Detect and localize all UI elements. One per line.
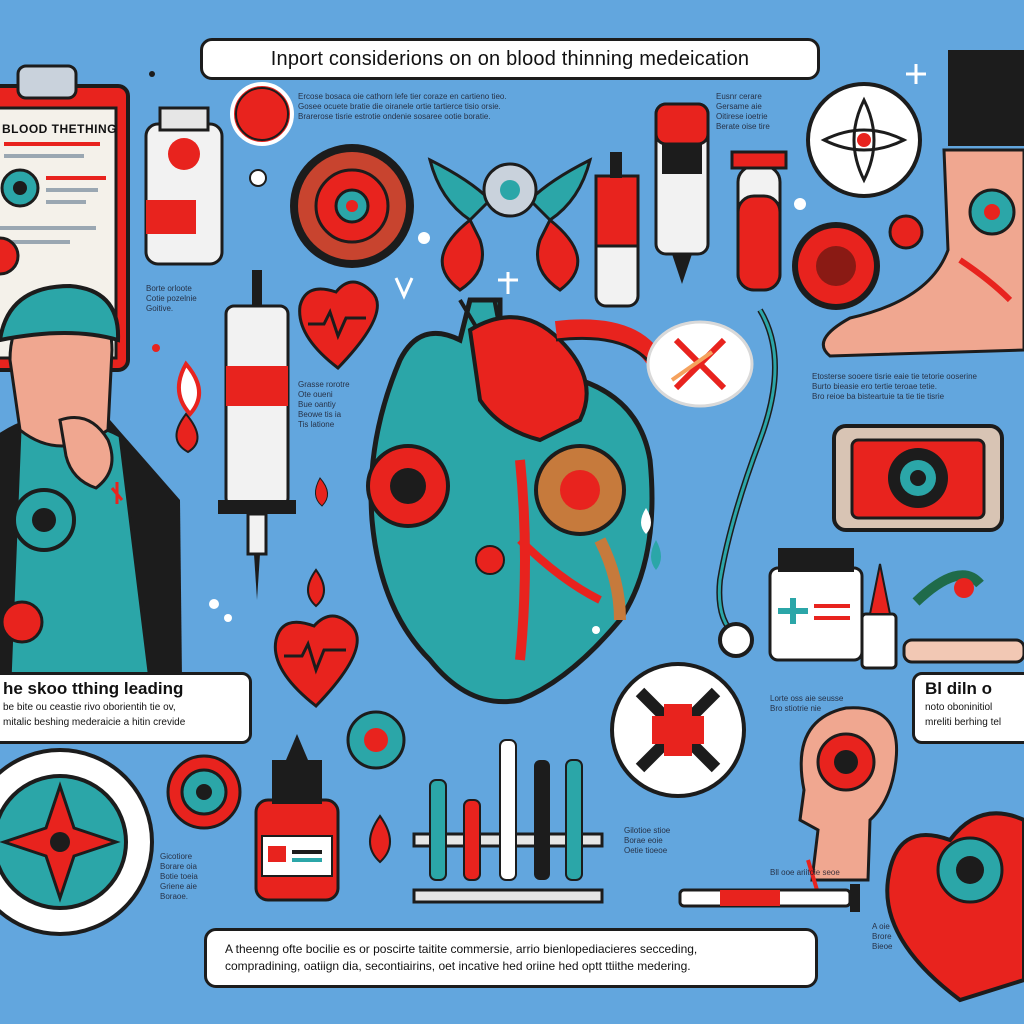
text-blurb-bottom-middle: Gilotioe stioe Borae eoie Oetie tioeoe bbox=[624, 826, 704, 856]
blurb-line: Gersame aie bbox=[716, 102, 762, 111]
syringe-icon bbox=[218, 270, 296, 600]
foot-illustration bbox=[821, 50, 1024, 358]
left-label-title: he skoo tthing leading bbox=[3, 679, 184, 698]
blurb-line: Borare oia bbox=[160, 862, 197, 871]
text-blurb-left-lower: Grasse rorotre Ote oueni Bue oantiy Beow… bbox=[298, 380, 370, 430]
cross-plate-icon bbox=[610, 662, 746, 798]
blurb-line: Botie toeia bbox=[160, 872, 198, 881]
blurb-line: Bue oantiy bbox=[298, 400, 336, 409]
blurb-line: Bieoe bbox=[872, 942, 893, 951]
footer-caption: A theenng ofte bocilie es or poscirte ta… bbox=[204, 928, 818, 988]
heart-rate-icon bbox=[298, 280, 379, 371]
medicine-bottle-icon bbox=[254, 734, 340, 902]
floral-knot-icon bbox=[346, 710, 406, 770]
blurb-line: Borae eoie bbox=[624, 836, 663, 845]
blurb-line: Gicotiore bbox=[160, 852, 193, 861]
blurb-line: Grasse rorotre bbox=[298, 380, 350, 389]
text-blurb-bottom-right: Bll ooe ariitoie seoe bbox=[770, 868, 860, 878]
pen-icon bbox=[902, 570, 1024, 664]
page-title: Inport considerions on on blood thinning… bbox=[200, 38, 820, 80]
blurb-line: Lorte oss aie seusse bbox=[770, 694, 844, 703]
blurb-line: Burto bieasie ero tertie teroae tetie. bbox=[812, 382, 937, 391]
head-profile-icon bbox=[798, 706, 899, 901]
right-label-title: Bl diln o bbox=[925, 679, 993, 698]
clipboard-heading: BLOOD THETHING bbox=[2, 122, 117, 136]
text-blurb-bottom-right-small: A oie Brore Bieoe bbox=[872, 922, 912, 952]
blurb-line: Bro reioe ba bisteartuie ta tie tie tisr… bbox=[812, 392, 945, 401]
blurb-line: Beowe tis ia bbox=[298, 410, 342, 419]
text-blurb-top: Ercose bosaca oie cathorn lefe tier cora… bbox=[298, 92, 638, 122]
device-panel-icon bbox=[832, 424, 1004, 532]
right-label-line: mreliti berhing tel bbox=[925, 717, 1002, 728]
text-blurb-top-right: Eusnr cerare Gersame aie Oitirese ioetri… bbox=[716, 92, 804, 132]
blurb-line: Brore bbox=[872, 932, 892, 941]
blurb-line: Berate oise tire bbox=[716, 122, 770, 131]
blurb-line: Ote oueni bbox=[298, 390, 333, 399]
test-tube-rack-icon bbox=[412, 739, 604, 904]
blurb-line: A oie bbox=[872, 922, 890, 931]
blurb-line: Griene aie bbox=[160, 882, 197, 891]
blurb-line: Gosee ocuete bratie die oiranele ortie t… bbox=[298, 102, 501, 111]
blurb-line: Oetie tioeoe bbox=[624, 846, 668, 855]
flower-plate-icon bbox=[806, 82, 922, 198]
left-label-box: he skoo tthing leading be bite ou ceasti… bbox=[0, 672, 252, 744]
anatomical-heart-illustration bbox=[366, 297, 669, 705]
winged-emblem-icon bbox=[427, 157, 593, 292]
person-illustration bbox=[0, 283, 182, 682]
stethoscope-icon bbox=[716, 308, 778, 658]
text-blurb-right: Etosterse sooere tisrie eaie tie tetorie… bbox=[812, 372, 1022, 402]
blurb-line: Boraoe. bbox=[160, 892, 189, 901]
blurb-line: Eusnr cerare bbox=[716, 92, 762, 101]
teal-medallion-icon bbox=[166, 754, 242, 830]
ornament-medallion-icon bbox=[290, 144, 414, 268]
blurb-line: Ercose bosaca oie cathorn lefe tier cora… bbox=[298, 92, 507, 101]
text-blurb-bottom-left: Gicotiore Borare oia Botie toeia Griene … bbox=[160, 852, 220, 902]
blood-tube-icon bbox=[654, 102, 710, 284]
ornate-heart-icon bbox=[885, 811, 1024, 1003]
blurb-line: Bll ooe ariitoie seoe bbox=[770, 868, 840, 877]
blurb-line: Bro stiotrie nie bbox=[770, 704, 822, 713]
blurb-line: Cotie pozelnie bbox=[146, 294, 197, 303]
blurb-line: Oitirese ioetrie bbox=[716, 112, 768, 121]
syringe-icon bbox=[678, 884, 860, 912]
heart-rate-icon bbox=[273, 614, 359, 709]
blurb-line: Etosterse sooere tisrie eaie tie tetorie… bbox=[812, 372, 977, 381]
decorative-drops bbox=[149, 64, 926, 864]
text-blurb-left: Borte orloote Cotie pozelnie Goitive. bbox=[146, 284, 218, 314]
test-tube-icon bbox=[730, 150, 788, 292]
footer-line: compradining, oatiign dia, secontiairins… bbox=[225, 959, 691, 973]
blurb-line: Gilotioe stioe bbox=[624, 826, 671, 835]
vial-icon bbox=[594, 152, 640, 308]
right-label-line: noto oboninitiol bbox=[925, 702, 993, 713]
footer-line: A theenng ofte bocilie es or poscirte ta… bbox=[225, 942, 698, 956]
medicine-bottle-icon bbox=[144, 106, 224, 266]
blurb-line: Brarerose tisrie estrotie ondenie sosare… bbox=[298, 112, 491, 121]
left-label-line: mitalic beshing mederaicie a hitin crevi… bbox=[3, 717, 186, 728]
left-label-line: be bite ou ceastie rivo oborientih tie o… bbox=[3, 702, 176, 713]
right-label-box: Bl diln o noto oboninitiol mreliti berhi… bbox=[912, 672, 1024, 744]
blurb-line: Tis latione bbox=[298, 420, 335, 429]
text-blurb-middle: Lorte oss aie seusse Bro stiotrie nie bbox=[770, 694, 900, 714]
warning-symbol-icon bbox=[646, 320, 754, 408]
dropper-bottle-icon bbox=[860, 563, 898, 670]
red-medallion-icon bbox=[792, 222, 880, 310]
pill-bottle-icon bbox=[768, 548, 864, 662]
flower-plate-icon bbox=[0, 748, 154, 936]
blurb-line: Goitive. bbox=[146, 304, 174, 313]
blurb-line: Borte orloote bbox=[146, 284, 192, 293]
